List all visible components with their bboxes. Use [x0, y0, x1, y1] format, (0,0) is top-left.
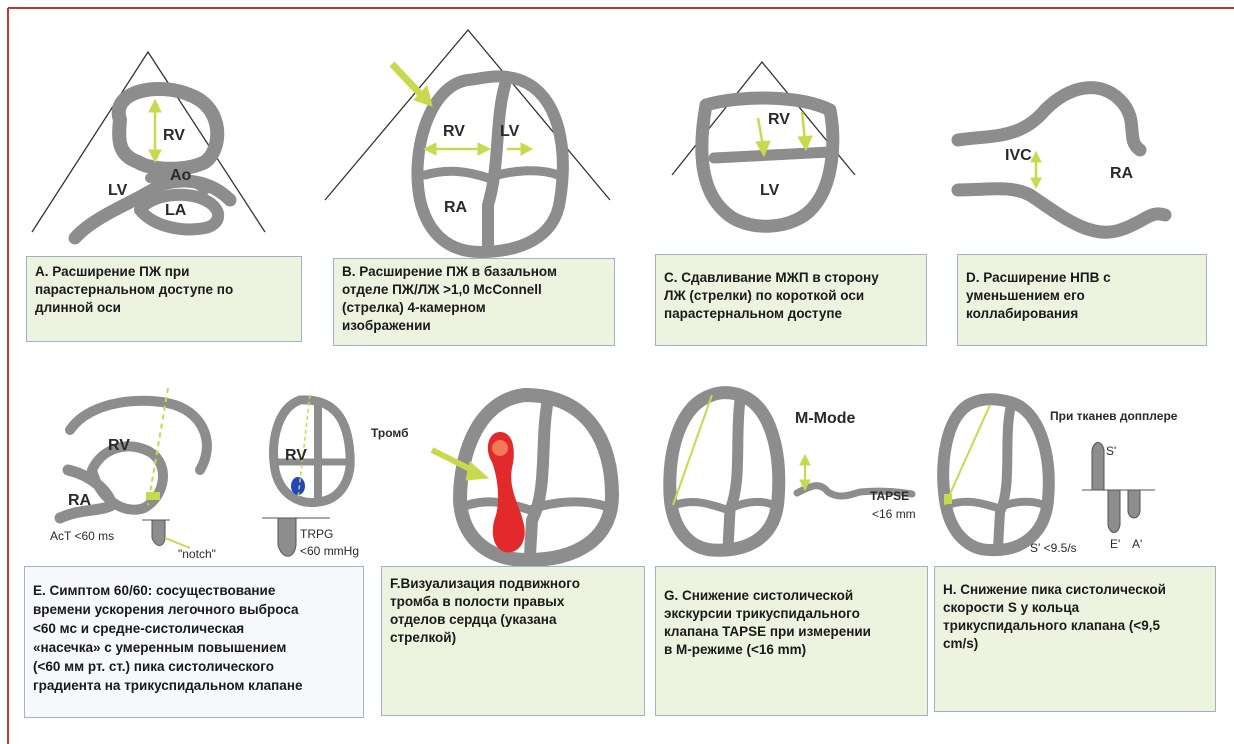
panel-c-label-lv: LV [760, 182, 780, 199]
panel-h-label-a: A' [1132, 537, 1142, 551]
panel-e-caption-line-2: времени ускорения легочного выброса [33, 600, 355, 619]
panel-c-septum [714, 152, 830, 158]
panel-d-upper-wall [958, 88, 1140, 150]
panel-g-label-tapse-value: <16 mm [872, 507, 916, 521]
panel-h-label-e: E' [1110, 537, 1120, 551]
panel-b-caption: В. Расширение ПЖ в базальном отделе ПЖ/Л… [333, 258, 615, 346]
panel-e-caption: E. Симптом 60/60: сосуществование времен… [24, 566, 364, 718]
panel-e-label-trpg: TRPG [300, 527, 333, 541]
panel-a-caption-line-1: A. Расширение ПЖ при [35, 263, 293, 281]
panel-d-ivc-arrow-head-top [1031, 152, 1041, 162]
panel-d-caption-line-1: D. Расширение НПВ с [966, 269, 1198, 287]
panel-g-illustration: M-Mode TAPSE <16 mm [670, 393, 916, 550]
panel-f-caption-line-4: стрелкой) [390, 629, 636, 647]
panel-b-caption-line-3: (стрелка) 4-камерном [342, 299, 606, 317]
panel-d-caption-line-3: коллабирования [966, 305, 1198, 323]
panel-g-label-tapse: TAPSE [870, 489, 909, 503]
panel-e-caption-line-4: «насечка» с умеренным повышением [33, 638, 355, 657]
panel-d-ivc-arrow-head-bottom [1031, 178, 1041, 188]
panel-e-caption-line-6: градиента на трикуспидальном клапане [33, 676, 355, 695]
panel-e-label-notch: "notch" [178, 547, 216, 561]
panel-g-tapse-arrow-head-top [800, 455, 810, 465]
panel-c-caption-line-1: С. Сдавливание МЖП в сторону [664, 269, 918, 287]
panel-g-caption-line-1: G. Снижение систолической [664, 587, 919, 605]
panel-e-illustration: RV RA AcT <60 ms "notch" RV TRPG <60 mmH… [50, 388, 359, 561]
panel-f-caption-line-3: отделов сердца (указана [390, 611, 636, 629]
panel-f-label-thrombus: Тромб [371, 426, 409, 440]
panel-d-illustration: IVC RA [958, 88, 1165, 233]
panel-f-av-plane [468, 502, 605, 510]
panel-a-label-rv: RV [163, 127, 185, 144]
panel-b-label-ra: RA [444, 199, 468, 216]
panel-h-caption-line-3: трикуспидального клапана (<9,5 [943, 617, 1207, 635]
panel-h-sample-gate [944, 494, 952, 504]
panel-f-caption-line-2: тромба в полости правых [390, 593, 636, 611]
panel-c-label-rv: RV [768, 111, 790, 128]
panel-b-mcconnell-arrow [392, 64, 424, 98]
panel-g-caption-line-4: в М-режиме (<16 mm) [664, 641, 919, 659]
panel-g-septum [728, 400, 740, 548]
panel-g-caption: G. Снижение систолической экскурсии трик… [655, 566, 928, 716]
panel-h-av-plane [948, 502, 1046, 508]
panel-e-label-act: AcT <60 ms [50, 529, 114, 543]
panel-h-caption-line-4: cm/s) [943, 635, 1207, 653]
panel-a-rv-arrow-head-top [149, 100, 161, 112]
panel-e-label-rv: RV [108, 437, 130, 454]
panel-c-caption: С. Сдавливание МЖП в сторону ЛЖ (стрелки… [655, 254, 927, 346]
panel-h-tdi-trace [1082, 443, 1155, 533]
panel-b-illustration: RV LV RA [325, 30, 610, 252]
panel-d-caption-line-2: уменьшением его [966, 287, 1198, 305]
panel-h-caption-line-2: скорости S у кольца [943, 599, 1207, 617]
panel-c-arrow-2 [802, 112, 805, 140]
panel-a-label-ao: Ao [170, 167, 192, 184]
panel-b-septum [488, 85, 505, 248]
panel-h-caption: Н. Снижение пика систолической скорости … [934, 566, 1216, 712]
panel-h-septum [998, 410, 1010, 548]
panel-d-label-ra: RA [1110, 165, 1134, 182]
panel-e-label-ra: RA [68, 492, 92, 509]
panel-e-caption-line-5: (<60 мм рт. ст.) пика систолического [33, 657, 355, 676]
panel-g-label-mmode: M-Mode [795, 410, 856, 427]
panel-a-label-la: LA [165, 202, 187, 219]
panel-c-illustration: RV LV [672, 62, 855, 226]
panel-f-caption-line-1: F.Визуализация подвижного [390, 575, 636, 593]
panel-a-caption: A. Расширение ПЖ при парастернальном дос… [26, 256, 302, 342]
panel-g-av-plane [675, 502, 775, 510]
panel-c-caption-line-3: парастернальном доступе [664, 305, 918, 323]
panel-b-caption-line-1: В. Расширение ПЖ в базальном [342, 263, 606, 281]
panel-b-caption-line-4: изображении [342, 317, 606, 335]
panel-d-label-ivc: IVC [1005, 147, 1032, 164]
panel-a-label-lv: LV [108, 182, 128, 199]
panel-b-lv-arrow-head [521, 143, 532, 155]
panel-a-caption-line-2: парастернальном доступе по [35, 281, 293, 299]
panel-e-sample-gate [146, 492, 160, 500]
panel-b-label-lv: LV [500, 123, 520, 140]
panel-h-label-s-value: S' <9.5/s [1030, 541, 1077, 555]
panel-e-label-rv2: RV [285, 447, 307, 464]
panel-c-caption-line-2: ЛЖ (стрелки) по короткой оси [664, 287, 918, 305]
panel-h-caption-line-1: Н. Снижение пика систолической [943, 581, 1207, 599]
panel-e-doppler-trace [142, 520, 170, 546]
panel-f-illustration: Тромб [371, 395, 612, 560]
panel-g-caption-line-2: экскурсии трикуспидального [664, 605, 919, 623]
panel-e-rv-outline [70, 401, 207, 470]
panel-g-caption-line-3: клапана TAPSE при измерении [664, 623, 919, 641]
panel-h-label-s: S' [1106, 444, 1116, 458]
panel-f-caption: F.Визуализация подвижного тромба в полос… [381, 566, 645, 716]
panel-e-label-trpg-value: <60 mmHg [300, 544, 359, 558]
panel-e-caption-line-3: <60 мс и средне-систолическая [33, 619, 355, 638]
panel-f-thrombus-highlight [492, 440, 508, 456]
panel-b-label-rv: RV [443, 123, 465, 140]
panel-e-caption-line-1: E. Симптом 60/60: сосуществование [33, 581, 355, 600]
panel-f-thrombus-arrow-head [466, 462, 488, 480]
panel-h-label-tdi: При тканев допплере [1050, 409, 1178, 423]
panel-a-caption-line-3: длинной оси [35, 299, 293, 317]
panel-d-lower-wall [958, 189, 1165, 233]
panel-b-rv-arrow-head-right [478, 143, 490, 155]
panel-b-caption-line-2: отделе ПЖ/ЛЖ >1,0 McConnell [342, 281, 606, 299]
panel-d-caption: D. Расширение НПВ с уменьшением его колл… [957, 254, 1207, 346]
panel-a-illustration: RV Ao LV LA [32, 52, 265, 238]
panel-f-septum [530, 400, 548, 555]
panel-h-illustration: При тканев допплере S' E' A' S' <9.5/s [943, 399, 1178, 555]
